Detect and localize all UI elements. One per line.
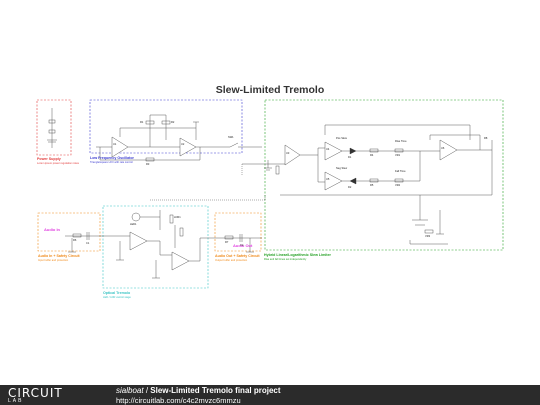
label-d1: D1	[348, 156, 352, 159]
audio-out-note: Output buffer and protection	[215, 259, 248, 262]
schematic-drawing	[36, 99, 504, 289]
lfo-opamp-2	[179, 137, 197, 157]
fall-opamp	[324, 171, 343, 191]
label-pos-slew: Pos Slew	[336, 137, 347, 140]
project-url[interactable]: http://circuitlab.com/c4c2mvzc6mmzu	[116, 396, 241, 405]
label-vr3: VR3	[425, 235, 431, 238]
label-neg-slew: Neg Slew	[336, 167, 348, 170]
tremolo-label: Optical Tremolo	[103, 291, 131, 295]
lfo-note: Triangle/square LFO with rate control	[90, 161, 133, 164]
audio-in-port: Audio In	[44, 227, 60, 232]
schematic-canvas: Slew-Limited Tremolo	[36, 84, 504, 299]
diode-d2	[349, 177, 357, 185]
label-ldr: LDR1	[174, 216, 181, 219]
project-title: Slew-Limited Tremolo final project	[150, 386, 281, 395]
label-c1: C1	[86, 242, 90, 245]
label-r4: R4	[370, 154, 374, 157]
label-u6: U6	[441, 147, 445, 150]
label-sw1: SW1	[228, 136, 234, 139]
audio-out-port: Audio Out	[233, 243, 253, 248]
power-supply-label: Power Supply	[37, 157, 61, 161]
tremolo-opamp-1	[129, 231, 148, 251]
label-d2: D2	[348, 186, 352, 189]
audio-out-label: Audio Out + Safety Circuit	[215, 254, 260, 258]
tremolo-opamp-2	[171, 251, 190, 271]
power-supply-note: Lorem ipsum power regulation notes	[37, 162, 79, 165]
label-r8: R8	[484, 137, 488, 140]
footer-bar: CIRCUIT LAB sialboat / Slew-Limited Trem…	[0, 385, 540, 405]
slew-buffer-opamp	[284, 144, 301, 166]
circuitlab-logo[interactable]: CIRCUIT	[8, 386, 63, 400]
audio-in-label: Audio In + Safety Circuit	[38, 254, 80, 258]
label-r6: R6	[73, 239, 77, 242]
label-rise-time: Rise Time	[395, 140, 407, 143]
audio-out-block	[214, 212, 262, 252]
slew-limiter-label: Hybrid Linear/Logarithmic Slew Limiter	[264, 253, 331, 257]
slew-limiter-block	[264, 99, 504, 251]
lfo-opamp-1	[111, 136, 129, 158]
label-r7: R7	[225, 241, 229, 244]
label-r1: R1	[140, 121, 144, 124]
label-u3: U3	[286, 152, 290, 155]
label-u4: U4	[326, 148, 330, 151]
label-u5: U5	[326, 178, 330, 181]
audio-in-note: Input buffer and protection	[38, 259, 69, 262]
lfo-label: Low Frequency Oscillator	[90, 156, 134, 160]
author-name[interactable]: sialboat	[116, 386, 144, 395]
diode-d1	[349, 147, 357, 155]
label-u2: U2	[181, 143, 185, 146]
label-r2: R2	[171, 121, 175, 124]
schematic-title: Slew-Limited Tremolo	[215, 84, 325, 96]
tremolo-note: LED / LDR vactrol stage	[103, 296, 131, 299]
label-fall-time: Fall Time	[395, 170, 406, 173]
audio-in-block	[37, 212, 101, 252]
label-u1: U1	[113, 143, 117, 146]
label-r3: R3	[146, 163, 150, 166]
slew-limiter-note: Rise and fall times set independently	[264, 258, 307, 261]
label-c2: C2	[240, 244, 244, 247]
label-vr1: VR1	[395, 154, 401, 157]
tremolo-block	[102, 205, 209, 289]
label-led: LED1	[130, 223, 137, 226]
circuitlab-logo-sub: LAB	[8, 398, 24, 404]
rise-opamp	[324, 141, 343, 161]
slew-output-opamp	[439, 139, 458, 161]
label-r5: R5	[370, 184, 374, 187]
power-supply-block	[36, 99, 72, 156]
project-credit: sialboat / Slew-Limited Tremolo final pr…	[116, 386, 281, 395]
lfo-block	[89, 99, 243, 154]
label-vr2: VR2	[395, 184, 401, 187]
